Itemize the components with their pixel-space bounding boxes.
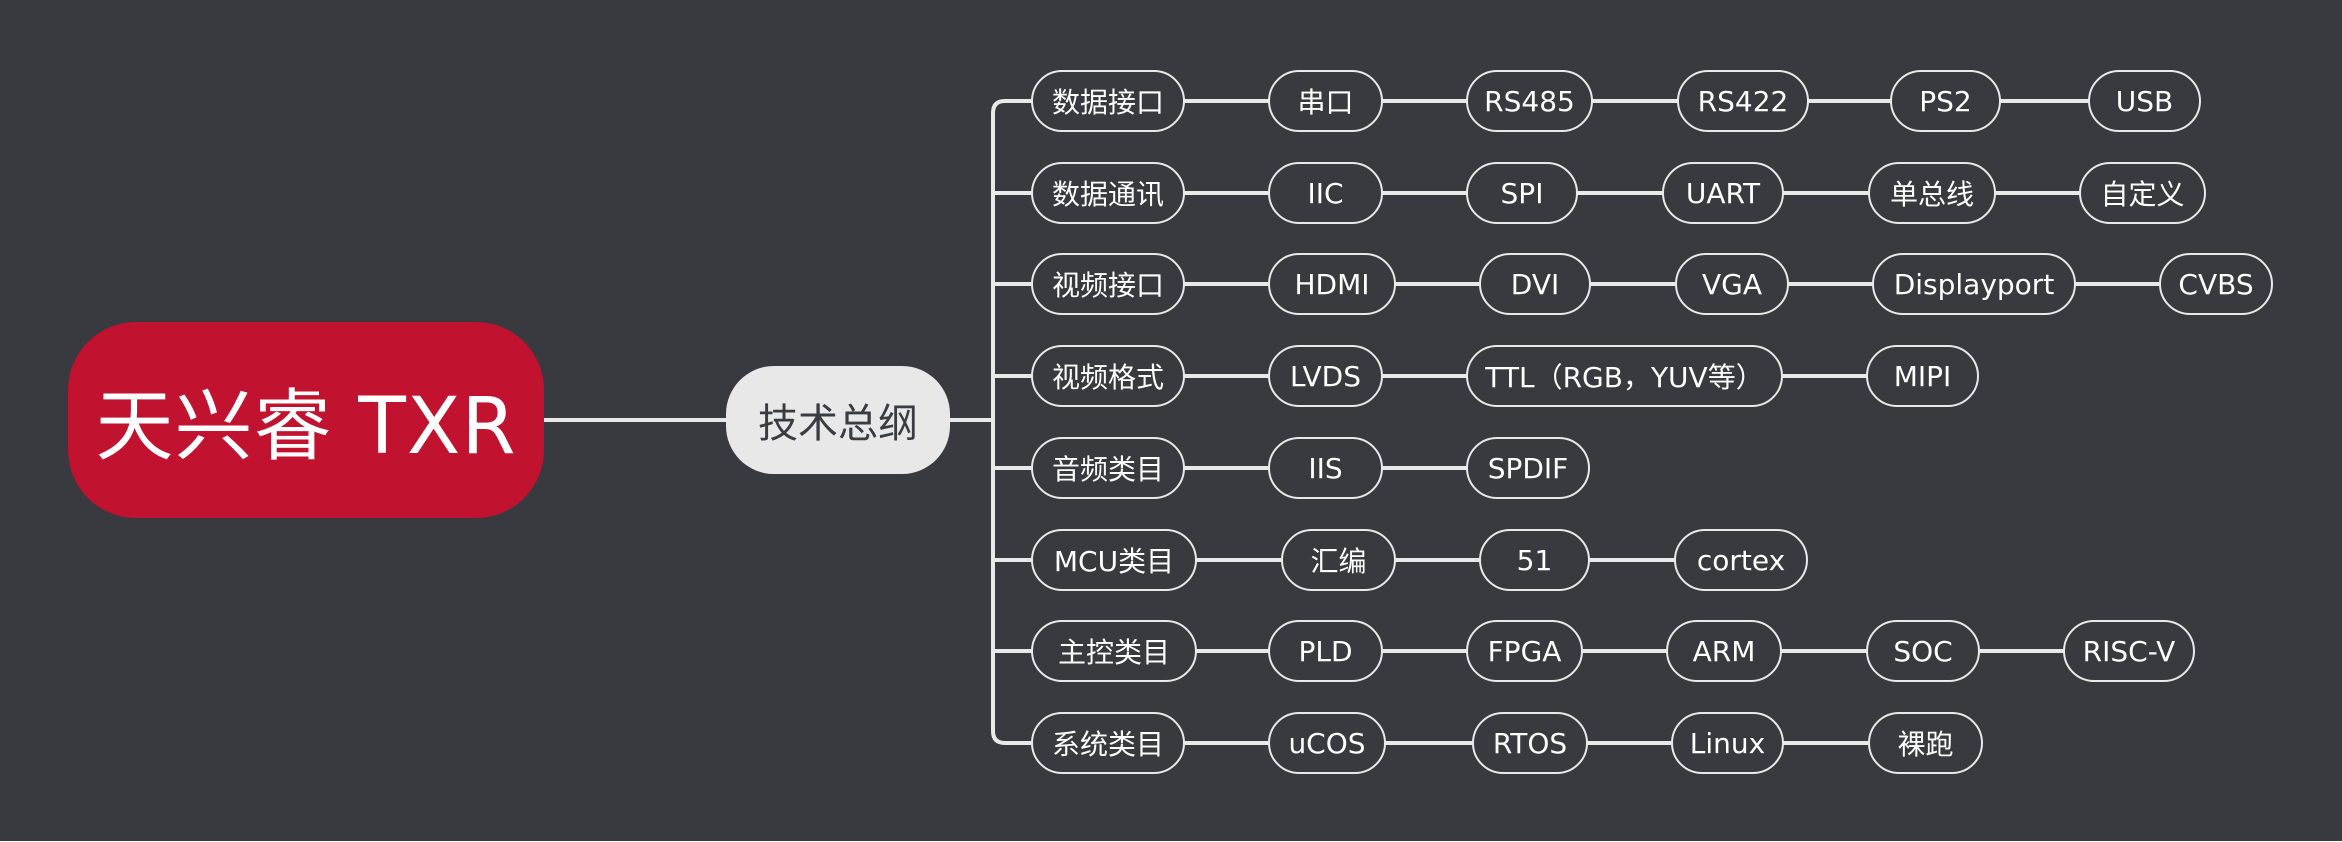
- leaf-node[interactable]: LVDS: [1268, 345, 1383, 407]
- leaf-node[interactable]: ARM: [1666, 620, 1782, 682]
- leaf-node[interactable]: 单总线: [1868, 162, 1996, 224]
- branch-node[interactable]: 视频格式: [1031, 345, 1185, 407]
- branch-node[interactable]: 视频接口: [1031, 253, 1185, 315]
- leaf-node-label: SPDIF: [1487, 451, 1569, 485]
- leaf-node[interactable]: PLD: [1268, 620, 1383, 682]
- root-node[interactable]: 天兴睿 TXR: [68, 322, 544, 518]
- leaf-node[interactable]: USB: [2088, 70, 2201, 132]
- leaf-node[interactable]: 裸跑: [1868, 712, 1983, 774]
- leaf-node-label: LVDS: [1289, 359, 1361, 393]
- leaf-node[interactable]: uCOS: [1268, 712, 1386, 774]
- leaf-node[interactable]: 串口: [1268, 70, 1383, 132]
- leaf-node-label: RS485: [1484, 84, 1575, 118]
- leaf-node-label: VGA: [1701, 267, 1762, 301]
- leaf-node-label: HDMI: [1294, 267, 1370, 301]
- leaf-node-label: TTL（RGB，YUV等）: [1485, 361, 1764, 394]
- leaf-node-label: RS422: [1697, 84, 1789, 118]
- branch-node-label: 视频接口: [1051, 269, 1164, 302]
- leaf-node-label: MIPI: [1893, 359, 1952, 393]
- leaf-node[interactable]: UART: [1662, 162, 1784, 224]
- leaf-node-label: RTOS: [1492, 726, 1568, 760]
- root-node-label: 天兴睿 TXR: [95, 382, 517, 472]
- leaf-node-label: PLD: [1298, 634, 1353, 668]
- center-topic-label: 技术总纲: [758, 401, 918, 447]
- leaf-node[interactable]: VGA: [1675, 253, 1789, 315]
- leaf-node[interactable]: SPI: [1466, 162, 1578, 224]
- leaf-node[interactable]: SPDIF: [1466, 437, 1590, 499]
- branch-node-label: MCU类目: [1053, 545, 1175, 578]
- leaf-node-label: uCOS: [1288, 726, 1366, 760]
- branch-node-label: 视频格式: [1051, 361, 1164, 394]
- leaf-node[interactable]: IIC: [1268, 162, 1383, 224]
- leaf-node-label: FPGA: [1487, 634, 1562, 668]
- leaf-node[interactable]: RTOS: [1472, 712, 1588, 774]
- leaf-node[interactable]: 51: [1479, 529, 1590, 591]
- leaf-node[interactable]: Linux: [1671, 712, 1784, 774]
- leaf-node[interactable]: PS2: [1890, 70, 2001, 132]
- branch-node[interactable]: MCU类目: [1031, 529, 1197, 591]
- leaf-node[interactable]: HDMI: [1268, 253, 1396, 315]
- leaf-node-label: Displayport: [1893, 267, 2055, 301]
- branch-node-label: 系统类目: [1051, 728, 1164, 761]
- leaf-node[interactable]: DVI: [1479, 253, 1591, 315]
- leaf-node-label: SOC: [1893, 634, 1953, 668]
- leaf-node[interactable]: TTL（RGB，YUV等）: [1466, 345, 1783, 407]
- branch-node[interactable]: 数据通讯: [1031, 162, 1185, 224]
- leaf-node-label: RISC-V: [2082, 634, 2176, 668]
- branch-spine: [991, 99, 1033, 745]
- branch-node-label: 主控类目: [1057, 636, 1170, 669]
- leaf-node[interactable]: 汇编: [1281, 529, 1396, 591]
- leaf-node[interactable]: RISC-V: [2063, 620, 2195, 682]
- leaf-node[interactable]: SOC: [1866, 620, 1980, 682]
- branch-node[interactable]: 音频类目: [1031, 437, 1185, 499]
- leaf-node-label: 自定义: [2100, 178, 2185, 211]
- branch-node[interactable]: 系统类目: [1031, 712, 1185, 774]
- branch-node-label: 数据通讯: [1051, 178, 1164, 211]
- leaf-node-label: Linux: [1689, 726, 1766, 760]
- leaf-node-label: 串口: [1297, 86, 1354, 119]
- leaf-node[interactable]: Displayport: [1872, 253, 2076, 315]
- leaf-node-label: UART: [1685, 176, 1761, 210]
- leaf-node-label: ARM: [1692, 634, 1756, 668]
- leaf-node[interactable]: RS485: [1466, 70, 1593, 132]
- leaf-node-label: IIC: [1307, 176, 1344, 210]
- leaf-node[interactable]: FPGA: [1466, 620, 1583, 682]
- leaf-node[interactable]: 自定义: [2079, 162, 2206, 224]
- branch-node[interactable]: 数据接口: [1031, 70, 1185, 132]
- center-topic-node[interactable]: 技术总纲: [726, 366, 950, 474]
- leaf-node-label: 单总线: [1889, 178, 1974, 211]
- leaf-node[interactable]: RS422: [1677, 70, 1809, 132]
- leaf-node-label: IIS: [1308, 451, 1343, 485]
- leaf-node[interactable]: MIPI: [1866, 345, 1979, 407]
- leaf-node-label: 裸跑: [1897, 728, 1954, 761]
- branch-node-label: 数据接口: [1051, 86, 1164, 119]
- leaf-node[interactable]: CVBS: [2159, 253, 2273, 315]
- leaf-node-label: 汇编: [1310, 545, 1367, 578]
- leaf-node-label: CVBS: [2178, 267, 2254, 301]
- leaf-node-label: SPI: [1500, 176, 1544, 210]
- branch-node[interactable]: 主控类目: [1031, 620, 1197, 682]
- leaf-node-label: cortex: [1696, 543, 1786, 577]
- leaf-node-label: USB: [2115, 84, 2174, 118]
- leaf-node-label: 51: [1516, 543, 1553, 577]
- leaf-node-label: DVI: [1510, 267, 1560, 301]
- leaf-node[interactable]: cortex: [1674, 529, 1808, 591]
- leaf-node[interactable]: IIS: [1268, 437, 1383, 499]
- leaf-node-label: PS2: [1919, 84, 1972, 118]
- branch-node-label: 音频类目: [1051, 453, 1164, 486]
